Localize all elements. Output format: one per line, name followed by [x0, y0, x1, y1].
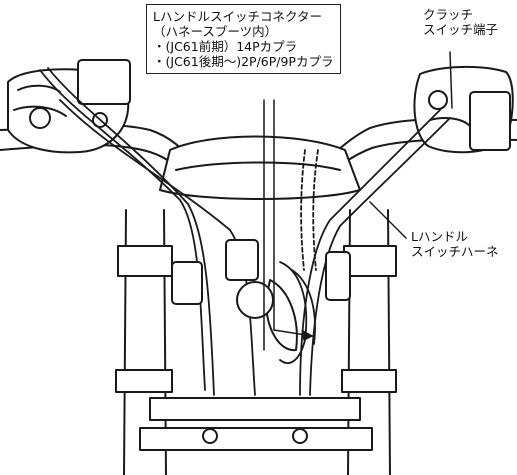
boot-and-connectors	[171, 239, 351, 352]
connector-callout: Lハンドルスイッチコネクター （ハネースブーツ内） ・(JC61前期）14Pカプ…	[146, 4, 342, 74]
headlight-cover	[159, 135, 361, 200]
harness-callout-line-2: スイッチハーネ	[411, 244, 499, 259]
connector-callout-line-1: Lハンドルスイッチコネクター	[153, 9, 322, 24]
clutch-switch-callout: クラッチ スイッチ端子	[420, 6, 502, 38]
triple-clamp	[139, 397, 373, 451]
cables-and-wires	[39, 67, 451, 396]
harness-callout-line-1: Lハンドル	[411, 229, 468, 244]
left-switch-housing	[7, 59, 131, 154]
connector-callout-line-3: ・(JC61前期）14Pカプラ	[153, 39, 298, 54]
switch-harness-callout: Lハンドル スイッチハーネ	[408, 228, 502, 260]
right-switch-housing	[413, 65, 514, 154]
connector-callout-line-2: （ハネースブーツ内）	[153, 24, 278, 39]
leader-lines	[263, 51, 453, 351]
connector-callout-line-4: ・(JC61後期〜)2P/6P/9Pカプラ	[153, 54, 334, 69]
clutch-callout-line-2: スイッチ端子	[423, 22, 499, 37]
clutch-callout-line-1: クラッチ	[423, 7, 474, 22]
